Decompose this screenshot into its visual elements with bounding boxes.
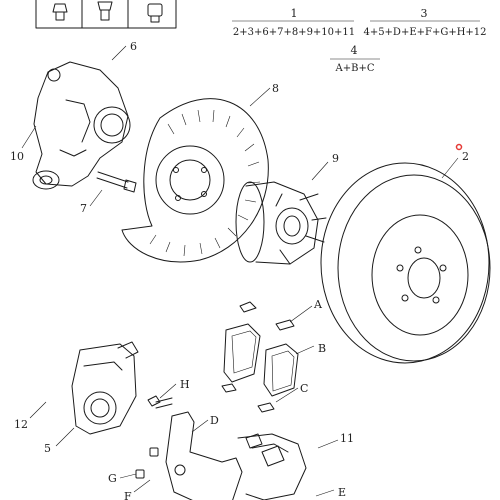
callout-H: H: [180, 378, 190, 391]
bleed-screw: [135, 447, 159, 479]
callout-2: 2: [462, 150, 469, 163]
bolt-icon: [52, 3, 68, 21]
pad-clip-upper: [239, 301, 295, 331]
steering-knuckle: [32, 61, 131, 190]
callout-9: 9: [332, 152, 339, 165]
bolt-legend-table: [35, 0, 177, 29]
callout-12: 12: [14, 418, 28, 431]
brake-pad-outer: [263, 343, 299, 397]
guide-pin-kit: [245, 433, 285, 467]
callouts: 6 10 7 8 9 2 A B C H D 12 5 11 G F E: [10, 40, 469, 500]
kit-formula: 2+3+6+7+8+9+10+11: [233, 27, 355, 38]
callout-5: 5: [44, 442, 51, 455]
knuckle-bolt: [96, 171, 137, 193]
callout-A: A: [313, 298, 323, 311]
kit-formula: 4+5+D+E+F+G+H+12: [363, 27, 486, 38]
bolt-icon: [147, 3, 163, 23]
brake-disc: [320, 162, 491, 364]
kit-number: 3: [421, 7, 428, 20]
kit-3: 3 4+5+D+E+F+G+H+12: [363, 7, 486, 38]
highlight-marker: [455, 143, 463, 151]
callout-G: G: [108, 472, 117, 485]
kit-number: 4: [351, 44, 358, 57]
dust-shield: [121, 98, 269, 263]
callout-C: C: [300, 382, 308, 395]
callout-8: 8: [272, 82, 279, 95]
caliper-guide-bolt: [147, 395, 173, 409]
callout-F: F: [124, 490, 132, 500]
callout-D: D: [210, 414, 219, 427]
brake-caliper: [71, 341, 139, 435]
bolt-icon: [97, 1, 113, 21]
kit-formula: A+B+C: [335, 63, 375, 74]
caliper-bracket: [165, 411, 307, 500]
wheel-hub: [235, 181, 327, 265]
kit-number: 1: [291, 7, 298, 20]
callout-11: 11: [340, 432, 354, 445]
callout-10: 10: [10, 150, 24, 163]
callout-B: B: [318, 342, 326, 355]
callout-6: 6: [130, 40, 137, 53]
pad-clip-lower: [221, 383, 275, 413]
kit-1: 1 2+3+6+7+8+9+10+11: [232, 7, 355, 38]
brake-pad-inner: [223, 323, 261, 383]
kit-4: 4 A+B+C: [330, 44, 380, 74]
callout-7: 7: [80, 202, 87, 215]
callout-E: E: [338, 486, 346, 499]
